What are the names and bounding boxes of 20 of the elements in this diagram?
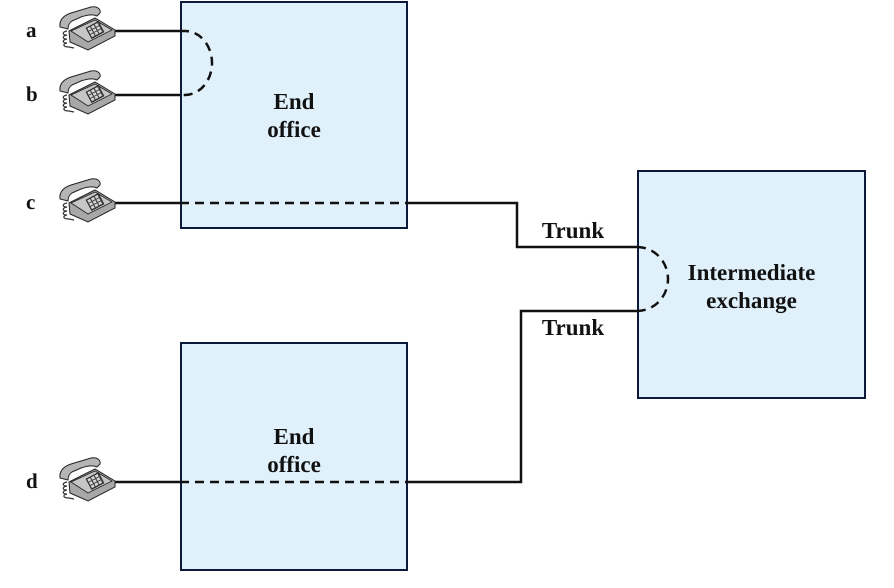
phone-label: c xyxy=(26,190,36,214)
box-label: Intermediate exchange xyxy=(688,259,816,315)
phone-label: b xyxy=(26,82,38,106)
telephone-icon xyxy=(57,5,115,51)
telephone-icon xyxy=(57,69,115,115)
connection-line xyxy=(115,202,180,204)
telephone-icon xyxy=(57,456,115,502)
box-label: End office xyxy=(267,88,321,144)
telephone-icon xyxy=(57,177,115,223)
phone-label: d xyxy=(26,469,38,493)
connection-line xyxy=(408,202,637,248)
box-label: End office xyxy=(267,423,321,479)
phone-label: a xyxy=(26,18,36,42)
exchange-box xyxy=(180,1,408,229)
exchange-box xyxy=(180,342,408,571)
exchange-box xyxy=(637,170,866,399)
connection-line xyxy=(115,480,180,484)
connection-line xyxy=(115,94,180,96)
connection-line xyxy=(408,310,637,484)
connection-line xyxy=(115,30,180,32)
